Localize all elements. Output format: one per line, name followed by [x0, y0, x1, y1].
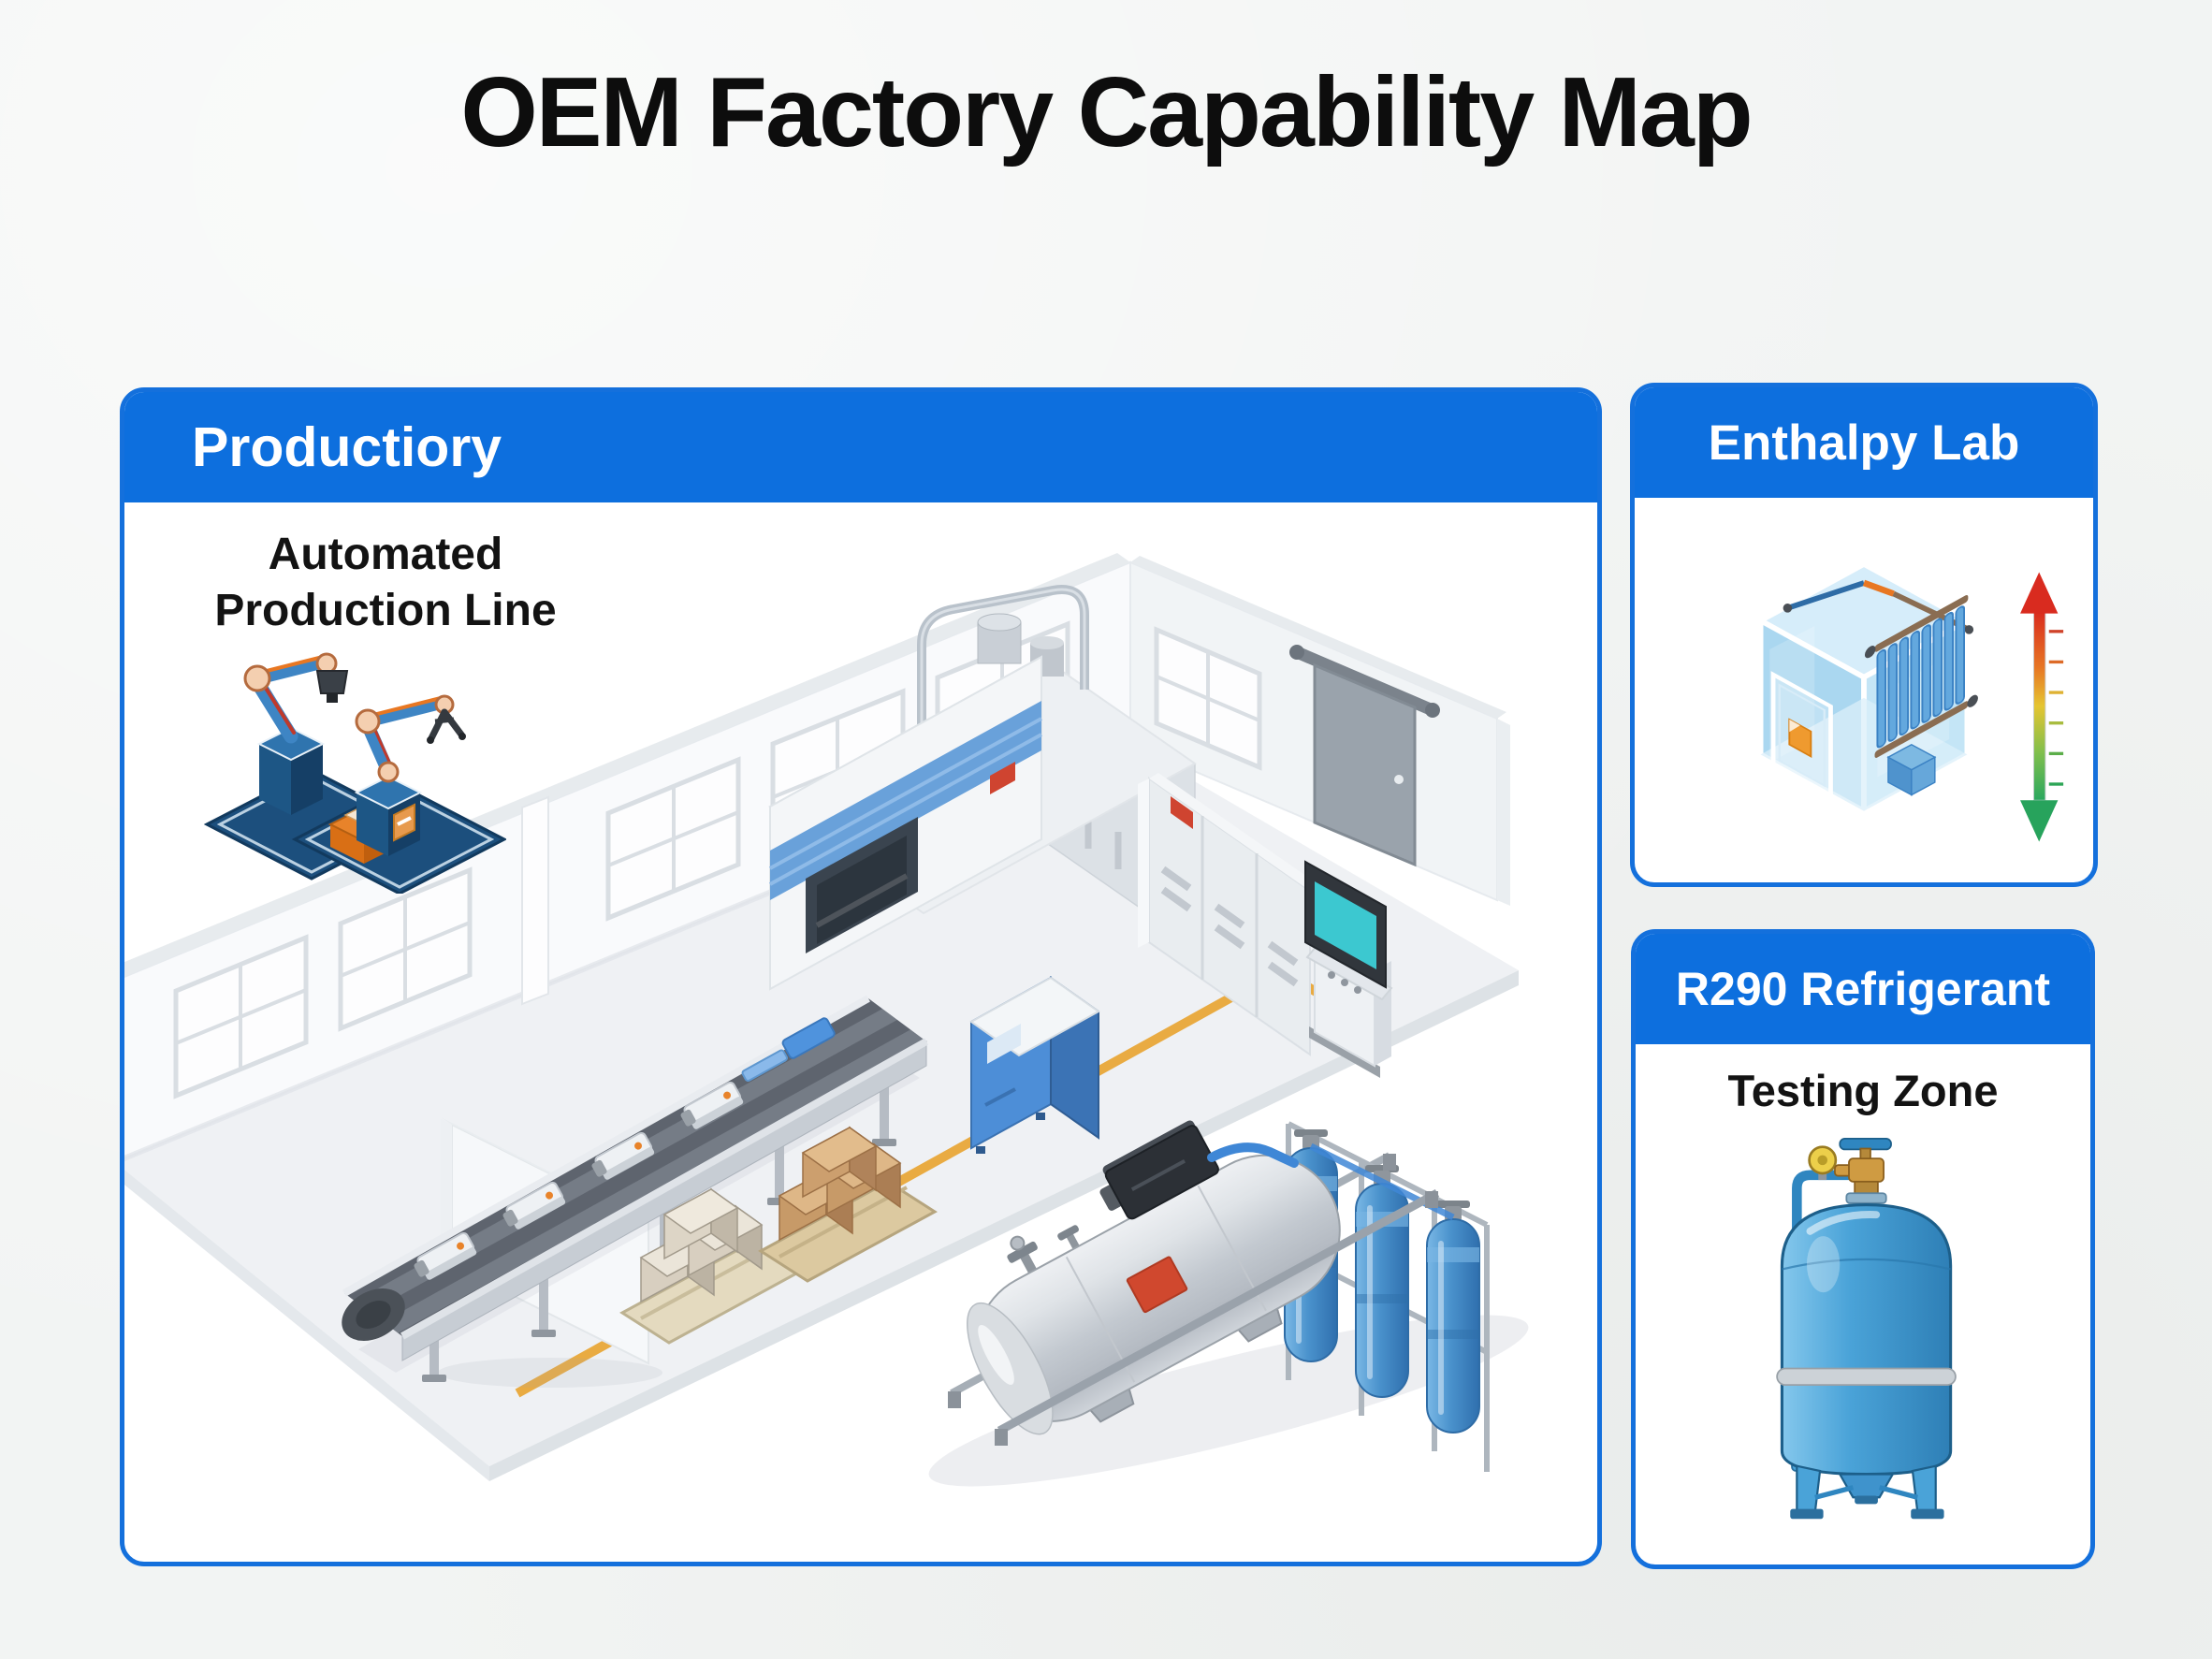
pallet-boxes	[619, 1126, 938, 1345]
r290-header-label: R290 Refrigerant	[1675, 963, 2051, 1015]
enthalpy-chamber-icon	[1757, 560, 2064, 841]
r290-header: R290 Refrigerant	[1636, 934, 2090, 1044]
blue-cabinet	[969, 976, 1100, 1154]
r290-body: Testing Zone	[1636, 1044, 2090, 1564]
page-title: OEM Factory Capability Map	[460, 57, 1753, 167]
control-console	[1304, 860, 1393, 1078]
chamber-door	[1770, 670, 1833, 800]
storage-tank-skid	[928, 1120, 1529, 1487]
enthalpy-body	[1635, 498, 2093, 882]
refrigerant-tank-icon	[1776, 1138, 1957, 1520]
wall-pillar	[521, 795, 549, 1006]
tank-valve	[1834, 1138, 1892, 1204]
enthalpy-header: Enthalpy Lab	[1635, 387, 2093, 498]
tank-band	[1776, 1367, 1957, 1387]
production-subtitle: Automated Production Line	[130, 527, 641, 638]
horizontal-tank	[967, 1120, 1341, 1435]
production-subtitle-line2: Production Line	[214, 585, 557, 635]
production-panel: Productiory	[120, 387, 1602, 1566]
tank-legs	[1790, 1464, 1944, 1520]
tank-body	[1776, 1203, 1957, 1477]
sample-box	[1886, 743, 1937, 796]
production-body: Automated Production Line	[124, 502, 1597, 1562]
robot-arm-left	[243, 652, 349, 815]
tank-gauge	[1808, 1145, 1838, 1181]
enthalpy-lab-panel: Enthalpy Lab	[1630, 383, 2098, 887]
enthalpy-header-label: Enthalpy Lab	[1708, 415, 2020, 471]
production-subtitle-line1: Automated	[268, 530, 503, 579]
sliding-door	[1289, 645, 1440, 867]
cabinet-row	[1138, 773, 1319, 1056]
factory-floor-illustration	[124, 553, 1529, 1487]
console-screen	[1315, 881, 1376, 969]
temperature-scale-arrow-icon	[2020, 571, 2064, 841]
robot-arm-right	[354, 694, 466, 856]
robotic-arms-icon	[203, 652, 506, 894]
conveyor-belt	[342, 995, 928, 1382]
conveyor-units	[414, 1017, 836, 1280]
production-header: Productiory	[124, 392, 1597, 502]
r290-subtitle: Testing Zone	[1727, 1066, 1999, 1115]
production-header-label: Productiory	[192, 416, 502, 478]
radiator-coil	[1864, 594, 1978, 758]
r290-panel: R290 Refrigerant Testing Zone	[1631, 929, 2095, 1569]
